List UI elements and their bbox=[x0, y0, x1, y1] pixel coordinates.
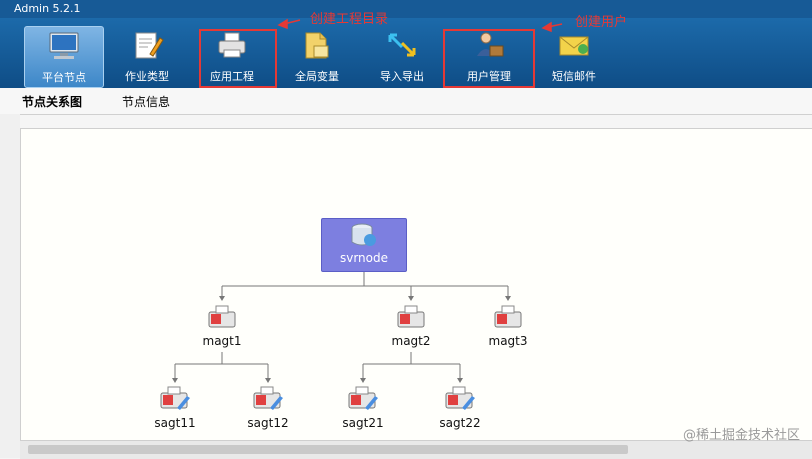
import-export-arrows-icon bbox=[388, 33, 416, 57]
terminal-device-icon bbox=[208, 305, 236, 328]
root-node-svrnode[interactable]: svrnode bbox=[321, 218, 407, 272]
node-label: magt2 bbox=[391, 334, 431, 348]
toolbar-label: 平台节点 bbox=[42, 71, 86, 84]
toolbar-import-export[interactable]: 导入导出 bbox=[363, 26, 441, 86]
toolbar-global-variables[interactable]: 全局变量 bbox=[278, 26, 356, 86]
toolbar-sms-email[interactable]: 短信邮件 bbox=[535, 26, 613, 86]
toolbar-label: 应用工程 bbox=[210, 70, 254, 83]
tab-node-graph[interactable]: 节点关系图 bbox=[22, 95, 83, 109]
main-toolbar: 平台节点 作业类型 应用工程 全局变量 bbox=[0, 18, 812, 88]
tab-node-info[interactable]: 节点信息 bbox=[122, 95, 171, 109]
monitor-icon bbox=[49, 32, 79, 59]
title-bar: Admin 5.2.1 bbox=[0, 0, 812, 18]
agent-node-magt3[interactable]: magt3 bbox=[483, 304, 533, 348]
agent-node-magt1[interactable]: magt1 bbox=[197, 304, 247, 348]
sub-agent-node-sagt22[interactable]: sagt22 bbox=[433, 384, 487, 430]
terminal-device-icon bbox=[397, 305, 425, 328]
node-label: sagt11 bbox=[154, 416, 196, 430]
edit-document-icon bbox=[135, 32, 164, 59]
toolbar-label: 导入导出 bbox=[380, 70, 424, 83]
toolbar-label: 全局变量 bbox=[295, 70, 339, 83]
terminal-edit-icon bbox=[348, 386, 378, 410]
node-label: sagt22 bbox=[439, 416, 481, 430]
terminal-device-icon bbox=[494, 305, 522, 328]
printer-icon bbox=[218, 32, 246, 58]
left-panel bbox=[0, 114, 20, 458]
terminal-edit-icon bbox=[253, 386, 283, 410]
node-label: sagt21 bbox=[342, 416, 384, 430]
terminal-edit-icon bbox=[160, 386, 190, 410]
database-server-icon bbox=[351, 223, 376, 246]
sub-agent-node-sagt21[interactable]: sagt21 bbox=[336, 384, 390, 430]
toolbar-platform-nodes[interactable]: 平台节点 bbox=[24, 26, 104, 88]
annotation-arrows bbox=[277, 18, 563, 33]
envelope-icon bbox=[559, 36, 589, 56]
sub-agent-node-sagt11[interactable]: sagt11 bbox=[148, 384, 202, 430]
sub-agent-node-sagt12[interactable]: sagt12 bbox=[241, 384, 295, 430]
terminal-edit-icon bbox=[445, 386, 475, 410]
toolbar-label: 用户管理 bbox=[467, 70, 511, 83]
user-briefcase-icon bbox=[477, 32, 504, 57]
horizontal-scrollbar[interactable] bbox=[20, 440, 812, 459]
toolbar-user-management[interactable]: 用户管理 bbox=[450, 26, 528, 86]
document-folder-icon bbox=[305, 32, 329, 59]
toolbar-label: 作业类型 bbox=[125, 70, 169, 83]
node-label: svrnode bbox=[339, 251, 389, 265]
view-tabs: 节点关系图 节点信息 bbox=[0, 88, 812, 115]
agent-node-magt2[interactable]: magt2 bbox=[386, 304, 436, 348]
scrollbar-thumb[interactable] bbox=[28, 445, 628, 454]
node-graph-canvas bbox=[20, 128, 812, 441]
annotation-create-user: 创建用户 bbox=[575, 15, 628, 30]
toolbar-applications[interactable]: 应用工程 bbox=[193, 26, 271, 86]
toolbar-label: 短信邮件 bbox=[552, 70, 596, 83]
watermark-text: @稀土掘金技术社区 bbox=[682, 428, 800, 443]
window-title: Admin 5.2.1 bbox=[14, 2, 81, 15]
toolbar-job-types[interactable]: 作业类型 bbox=[108, 26, 186, 86]
annotation-create-project-dir: 创建工程目录 bbox=[310, 12, 389, 27]
node-label: magt1 bbox=[202, 334, 242, 348]
node-label: magt3 bbox=[488, 334, 528, 348]
node-label: sagt12 bbox=[247, 416, 289, 430]
